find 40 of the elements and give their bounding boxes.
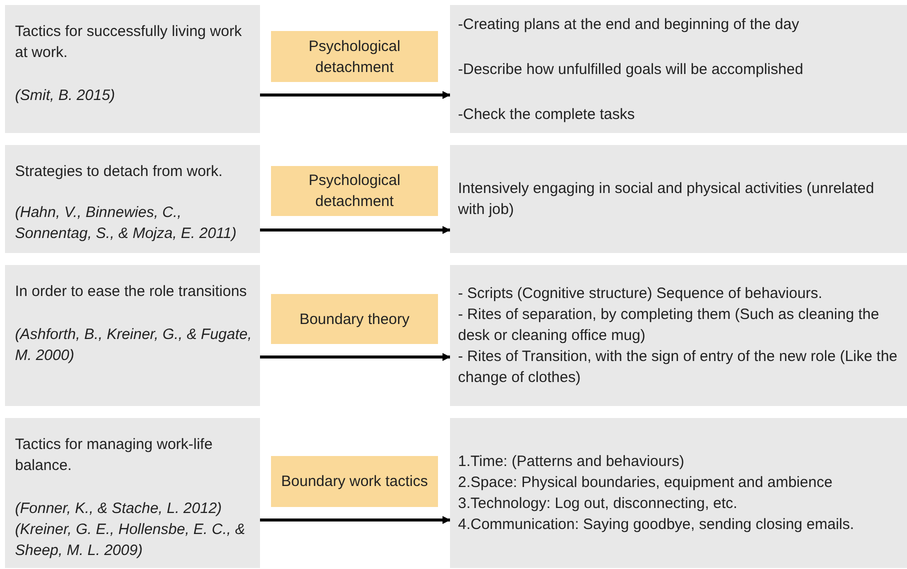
description-text: Strategies to detach from work.: [15, 162, 224, 182]
concept-label-box: [271, 166, 438, 216]
outcome-text: 1.Time: (Patterns and behaviours): [458, 452, 686, 472]
outcome-text: - Scripts (Cognitive structure) Sequence of behaviours.: [458, 284, 824, 304]
description-card: [5, 5, 260, 133]
description-text: Tactics for successfully living work at work.: [15, 22, 243, 63]
citation-text: (Fonner, K., & Stache, L. 2012): [15, 499, 223, 519]
outcome-text: - Rites of Transition, with the sign of entry of the new role (Like the change of clothes): [458, 347, 898, 388]
arrow: [260, 226, 450, 234]
citation-text: (Smit, B. 2015): [15, 86, 116, 106]
outcome-text: 2.Space: Physical boundaries, equipment and ambience: [458, 473, 834, 493]
concept-label-box: [271, 456, 438, 507]
concept-text: Boundary theory: [299, 310, 410, 330]
outcome-text: 3.Technology: Log out, disconnecting, etc.: [458, 494, 738, 514]
description-card: [5, 145, 260, 253]
outcome-text: - Rites of separation, by completing them (Such as cleaning the desk or cleaning office mug): [458, 305, 880, 346]
outcome-text: -Creating plans at the end and beginning of the day: [458, 14, 800, 34]
description-text: In order to ease the role transitions: [15, 282, 248, 302]
citation-text: (Ashforth, B., Kreiner, G., & Fugate, M. 2000): [15, 325, 252, 366]
arrow: [260, 353, 450, 361]
citation-text: (Hahn, V., Binnewies, C., Sonnentag, S., & Mojza, E. 2011): [15, 203, 238, 244]
description-text: Tactics for managing work-life balance.: [15, 435, 214, 476]
outcome-card: [450, 5, 907, 133]
concept-text: Boundary work tactics: [281, 472, 428, 492]
outcome-text: 4.Communication: Saying goodbye, sending closing emails.: [458, 515, 856, 535]
outcome-text: Intensively engaging in social and physical activities (unrelated with job): [458, 179, 876, 220]
concept-text: Psychological detachment: [308, 171, 402, 212]
outcome-card: [450, 418, 907, 568]
outcome-card: [450, 265, 907, 406]
arrow: [260, 91, 450, 99]
arrow: [260, 516, 450, 524]
outcome-text: -Describe how unfulfilled goals will be accomplished: [458, 60, 804, 80]
concept-text: Psychological detachment: [308, 36, 402, 78]
outcome-card: [450, 145, 907, 253]
concept-label-box: [271, 294, 438, 344]
description-card: [5, 265, 260, 406]
description-card: [5, 418, 260, 568]
citation-text: (Kreiner, G. E., Hollensbe, E. C., & Sheep, M. L. 2009): [15, 520, 246, 561]
concept-label-box: [271, 31, 438, 82]
outcome-text: -Check the complete tasks: [458, 104, 636, 124]
